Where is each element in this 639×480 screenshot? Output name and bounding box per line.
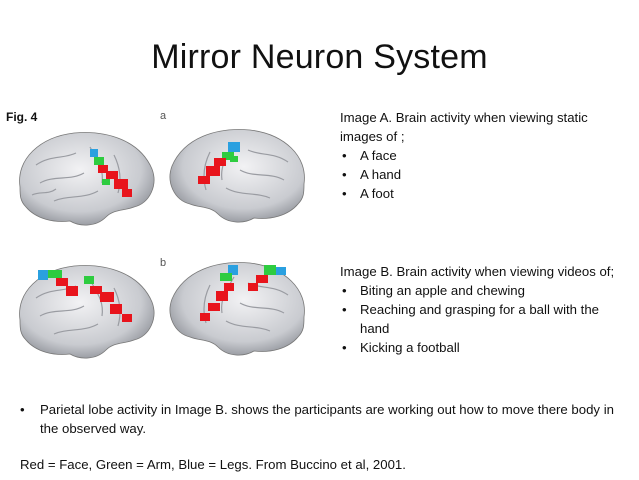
panel-a-label: a (160, 110, 167, 122)
parietal-lobe-bullet: • Parietal lobe activity in Image B. sho… (20, 400, 620, 438)
figure-label: Fig. 4 (6, 110, 38, 124)
list-item: Kicking a football (340, 338, 630, 357)
image-b-description: Image B. Brain activity when viewing vid… (340, 262, 630, 357)
brain-b-left-image (10, 258, 160, 368)
brain-figure: Fig. 4 a b (2, 100, 317, 372)
list-item: A face (340, 146, 630, 165)
panel-b-label: b (160, 257, 167, 269)
image-b-lead: Image B. Brain activity when viewing vid… (340, 264, 615, 279)
list-item: A hand (340, 165, 630, 184)
list-item: A foot (340, 184, 630, 203)
parietal-lobe-text: Parietal lobe activity in Image B. shows… (40, 402, 614, 436)
bullet-dot: • (20, 402, 25, 417)
image-a-list: A face A hand A foot (340, 146, 630, 203)
image-a-lead: Image A. Brain activity when viewing sta… (340, 110, 588, 144)
color-legend-caption: Red = Face, Green = Arm, Blue = Legs. Fr… (20, 457, 406, 472)
slide-title: Mirror Neuron System (151, 38, 488, 76)
brain-a-right-image (164, 122, 314, 232)
brain-b-right-image (164, 255, 314, 365)
list-item: Biting an apple and chewing (340, 281, 630, 300)
brain-a-left-image (10, 125, 160, 235)
list-item: Reaching and grasping for a ball with th… (340, 300, 630, 338)
image-b-list: Biting an apple and chewing Reaching and… (340, 281, 630, 357)
image-a-description: Image A. Brain activity when viewing sta… (340, 108, 630, 203)
